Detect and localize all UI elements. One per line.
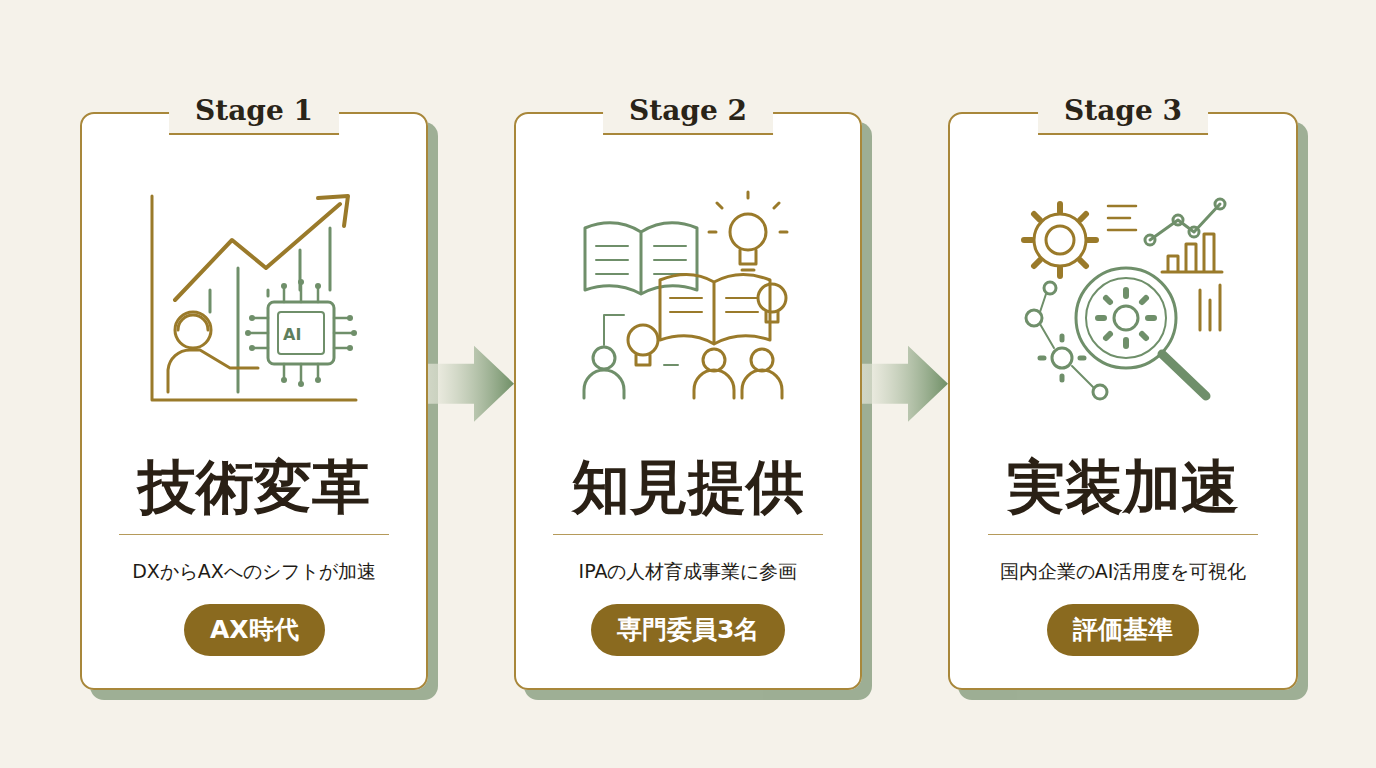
stage-description: 国内企業のAI活用度を可視化 (950, 557, 1296, 585)
badge-pill: 評価基準 (1047, 604, 1199, 656)
stage-description: IPAの人材育成事業に参画 (516, 557, 860, 585)
arrow-shape (428, 346, 514, 422)
stage-card: Stage 3実装加速国内企業のAI活用度を可視化評価基準 (948, 112, 1298, 690)
card-fill (80, 112, 1298, 690)
badge-pill: AX時代 (184, 604, 325, 656)
stage-card: Stage 1技術変革DXからAXへのシフトが加速AX時代 (80, 112, 428, 690)
badge-pill: 専門委員3名 (591, 604, 785, 656)
stage-label: Stage 1 (169, 90, 339, 135)
stage-title: 知見提供 (553, 452, 823, 535)
badge-text: 専門委員3名 (617, 615, 759, 644)
badge-text: AX時代 (210, 615, 299, 644)
stage-title: 実装加速 (988, 452, 1258, 535)
flow-arrow (428, 346, 514, 422)
growth-icon (152, 196, 357, 400)
stage-description: DXからAXへのシフトが加速 (82, 557, 426, 585)
stage-label: Stage 3 (1038, 90, 1208, 135)
stage-label: Stage 2 (603, 90, 773, 135)
stage-card: Stage 2知見提供IPAの人材育成事業に参画専門委員3名 (514, 112, 862, 690)
flow-arrow (862, 346, 948, 422)
implementation-icon (1024, 199, 1225, 399)
chip-label: AI (283, 325, 301, 344)
stage-title: 技術変革 (119, 452, 389, 535)
knowledge-icon (584, 192, 787, 398)
arrow-shape (862, 346, 948, 422)
badge-text: 評価基準 (1073, 615, 1173, 644)
